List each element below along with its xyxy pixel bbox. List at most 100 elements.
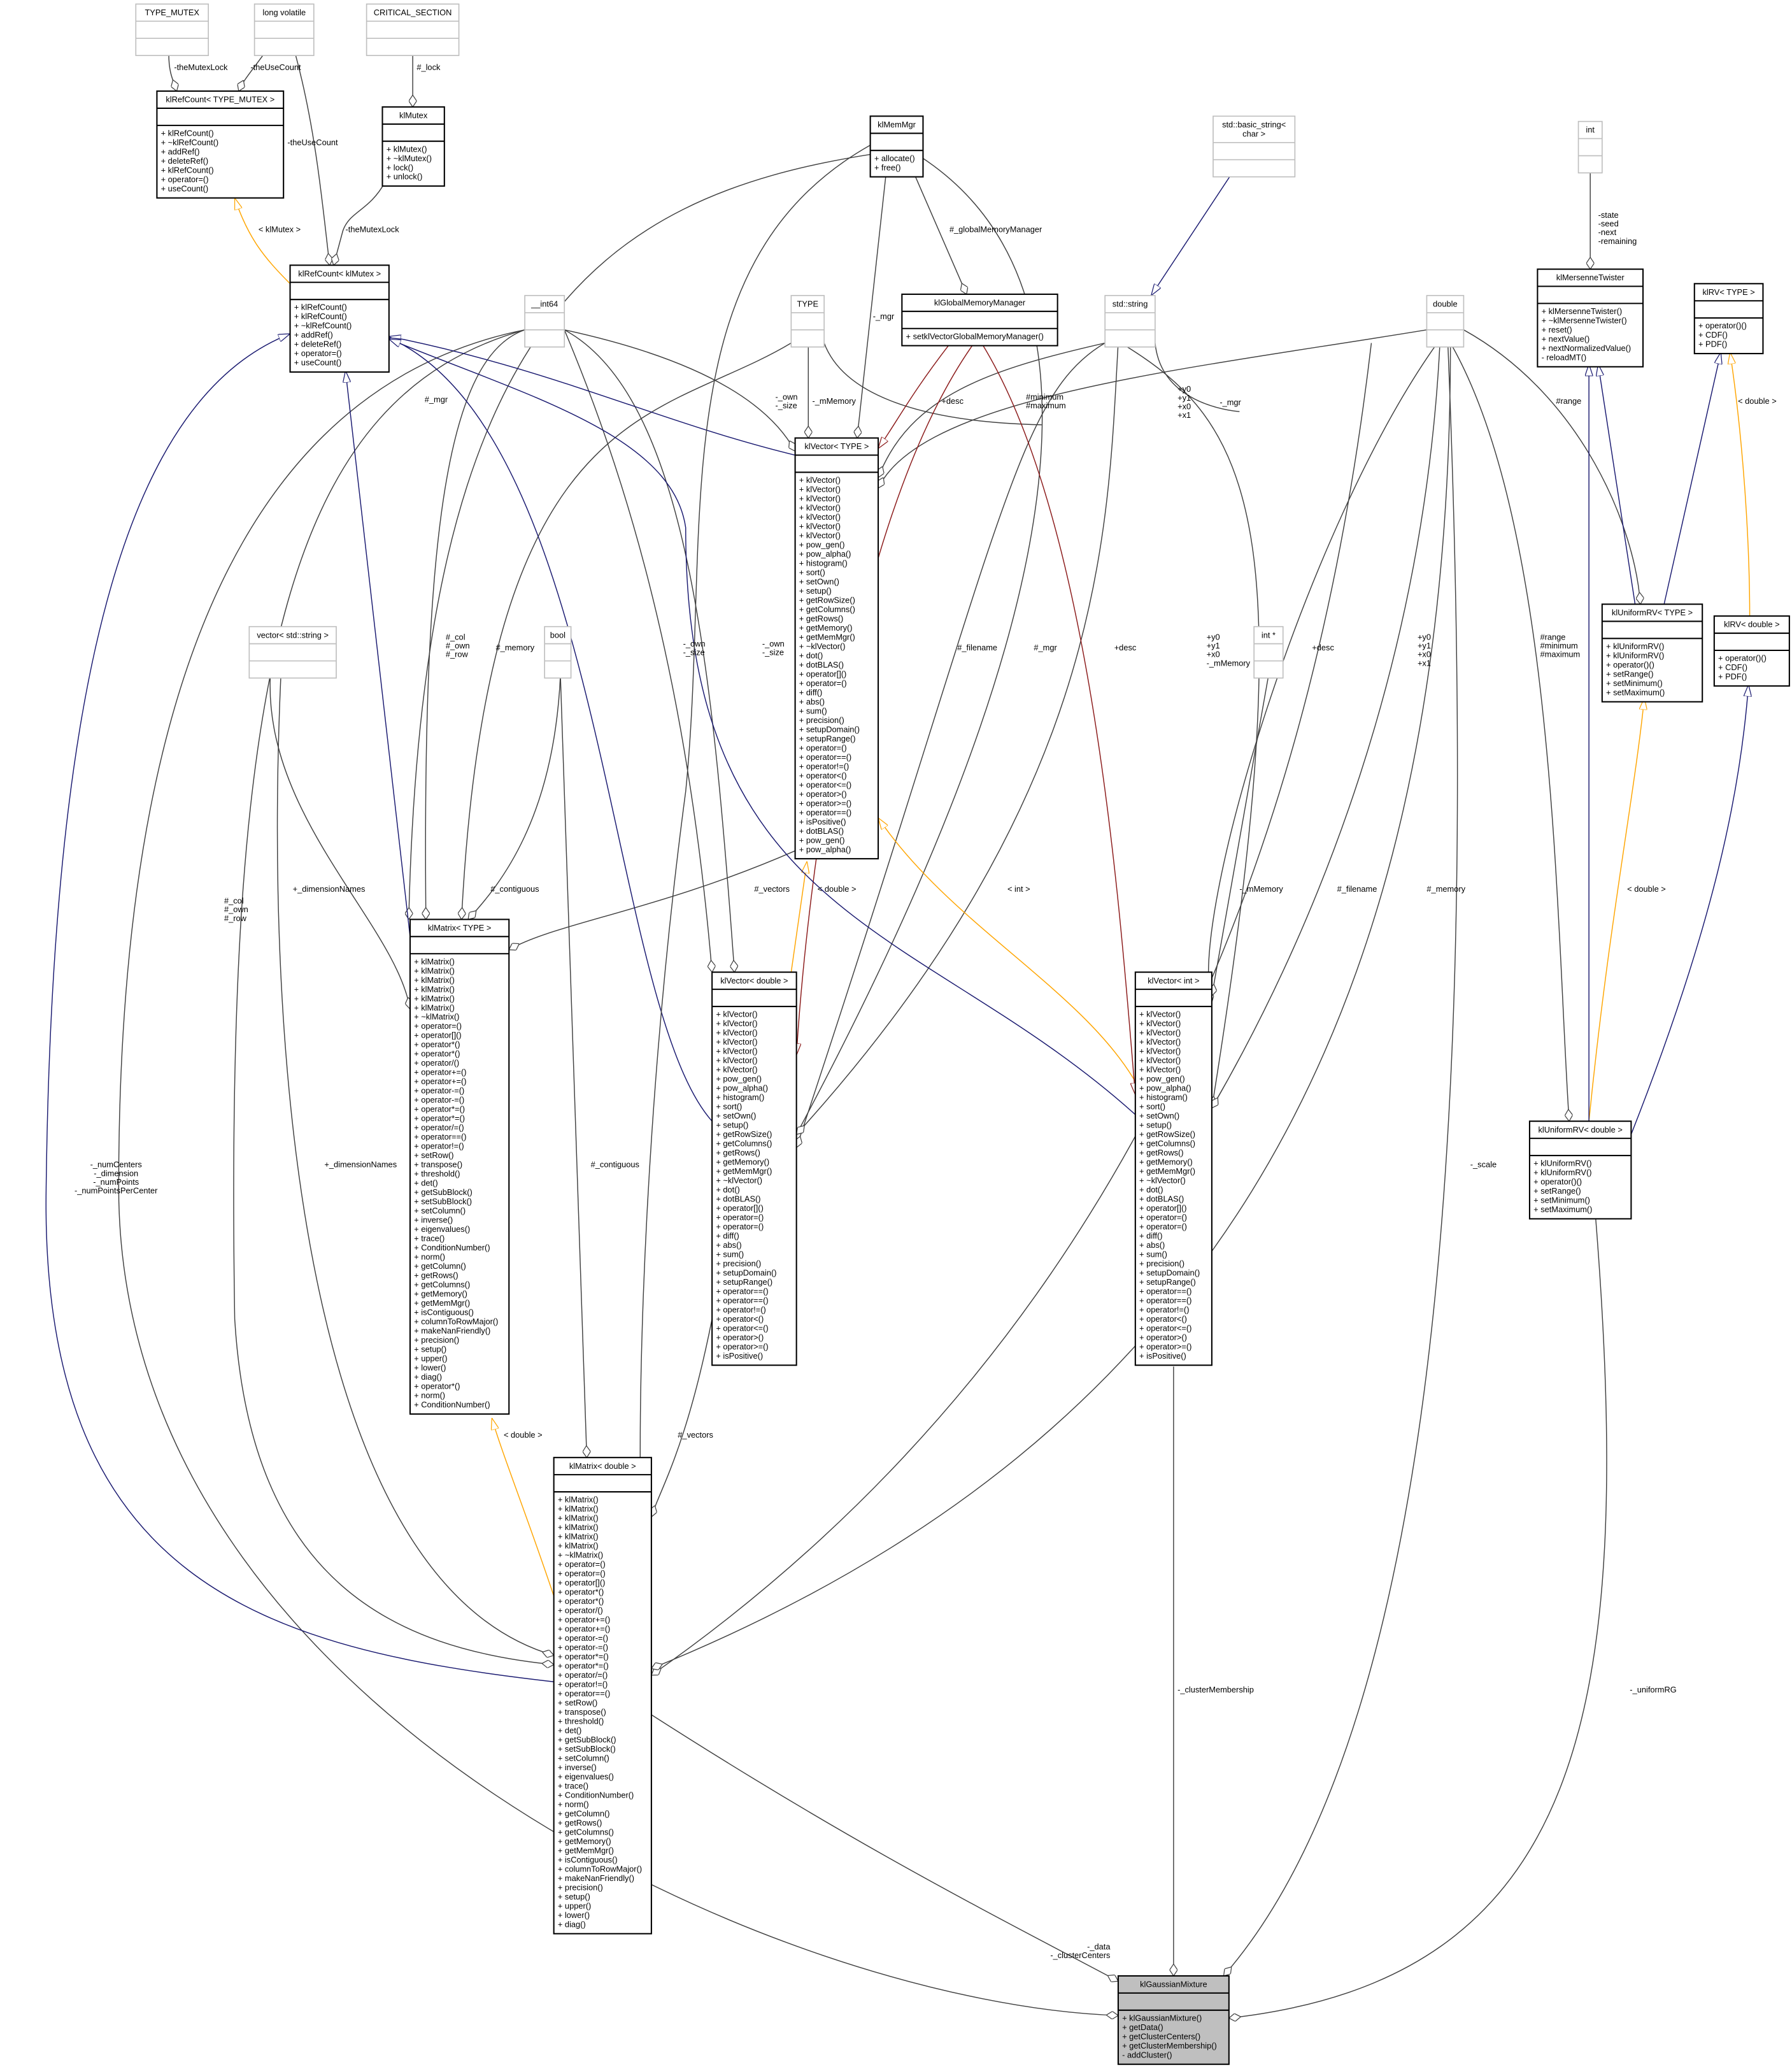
class-method: + ~klVector() [716,1176,762,1185]
class-box [1212,115,1296,178]
class-int-ptr[interactable]: int * [1253,626,1284,679]
class-matrix-type[interactable]: klMatrix< TYPE >+ klMatrix()+ klMatrix()… [409,919,510,1415]
class-gaussian-mixture[interactable]: klGaussianMixture+ klGaussianMixture()+ … [1117,1975,1230,2065]
edge-e25 [797,343,1119,1134]
class-name: std::basic_string< [1222,120,1286,129]
edge-e21 [564,329,712,972]
class-method: + getRows() [414,1271,459,1280]
class-refcount-type-mutex[interactable]: klRefCount< TYPE_MUTEX >+ klRefCount()+ … [156,90,285,199]
edge-label-e5: -theMutexLock [346,225,400,234]
class-method: + operator=() [161,175,209,184]
class-name: klVector< double > [720,976,788,985]
class-method: + setSubBlock() [558,1744,616,1754]
edges [45,54,1749,2018]
class-rv-type[interactable]: klRV< TYPE >+ operator()()+ CDF()+ PDF() [1693,283,1764,355]
class-method: + setMinimum() [1606,678,1663,688]
class-method: + isContiguous() [414,1308,474,1317]
class-klmutex[interactable]: klMutex+ klMutex()+ ~klMutex()+ lock()+ … [381,106,445,187]
class-method: + operator/=() [414,1123,464,1133]
edge-label-e29: #range#minimum#maximum [1540,632,1581,659]
class-long-volatile[interactable]: long volatile [253,3,315,56]
class-method: + getMemMgr() [1139,1166,1195,1176]
class-type[interactable]: TYPE [790,295,825,348]
class-vector-double[interactable]: klVector< double >+ klVector()+ klVector… [711,971,797,1366]
class-basic-string[interactable]: std::basic_string<char > [1212,115,1296,178]
class-vector-type[interactable]: klVector< TYPE >+ klVector()+ klVector()… [794,437,879,860]
class-int64[interactable]: __int64 [524,295,565,348]
class-method: + operator*=() [414,1113,465,1123]
class-method: + det() [558,1726,581,1735]
edge-54 [389,338,713,1122]
edge-57 [1598,364,1636,604]
class-method: + klVector() [1139,1065,1181,1075]
class-klmemmgr[interactable]: klMemMgr+ allocate()+ free() [869,115,924,178]
class-type-mutex[interactable]: TYPE_MUTEX [135,3,209,56]
class-method: + operator!=() [558,1680,608,1689]
class-method: + columnToRowMajor() [558,1864,642,1873]
edge-e45 [651,1319,713,1517]
class-method: + norm() [414,1391,445,1400]
class-method: + setColumn() [558,1753,609,1763]
class-method: + operator!=() [799,761,849,771]
class-method: + operator<() [799,771,847,780]
class-method: + operator*=() [414,1105,465,1114]
edge-label-e45: #_vectors [678,1430,713,1440]
class-method: + operator/() [558,1606,603,1615]
edge-e28 [1212,343,1440,1108]
class-method: + klVector() [799,521,841,531]
class-vector-string[interactable]: vector< std::string > [248,626,337,679]
edge-e47 [1229,1216,1607,2018]
class-method: + abs() [1139,1240,1165,1250]
class-method: + deleteRef() [294,340,342,349]
class-double[interactable]: double [1426,295,1465,348]
class-method: + klMatrix() [414,984,455,994]
class-method: + setup() [799,586,832,596]
edge-e13 [878,342,1106,478]
class-method: + operator-=() [558,1643,608,1652]
class-int[interactable]: int [1577,120,1603,174]
class-uniformrv-type[interactable]: klUniformRV< TYPE >+ klUniformRV()+ klUn… [1601,603,1703,703]
class-uniformrv-double[interactable]: klUniformRV< double >+ klUniformRV()+ kl… [1528,1120,1632,1220]
class-bool[interactable]: bool [544,626,572,679]
class-method: + operator==() [414,1132,466,1141]
class-rv-double[interactable]: klRV< double >+ operator()()+ CDF()+ PDF… [1713,615,1790,687]
edge-label-line: -theUseCount [250,62,301,72]
class-method: + klVector() [716,1065,757,1075]
class-mersenne[interactable]: klMersenneTwister+ klMersenneTwister()+ … [1537,268,1644,368]
edge-label-line: < double > [1627,884,1666,894]
edge-label-e8: -_mgr [873,311,895,321]
class-method: + upper() [414,1354,447,1363]
class-refcount-klmutex[interactable]: klRefCount< klMutex >+ klRefCount()+ klR… [289,264,390,373]
class-method: + klRefCount() [161,128,214,138]
edge-label-line: < int > [1007,884,1030,894]
class-globalmem[interactable]: klGlobalMemoryManager+ setklVectorGlobal… [901,293,1058,347]
edge-label-line: +desc [1114,643,1137,652]
class-method: + precision() [799,715,844,725]
class-method: + operator=() [294,348,342,358]
class-name: klVector< TYPE > [804,441,869,451]
edge-label-e21: -_own-_size [683,639,706,657]
class-string[interactable]: std::string [1104,295,1156,348]
edge-52 [346,371,411,937]
edge-label-line: -_clusterCenters [1050,1950,1110,1960]
edge-e48 [651,1714,1118,1981]
edge-e26 [1209,343,1438,1003]
class-method: + PDF() [1718,672,1747,682]
class-vector-int[interactable]: klVector< int >+ klVector()+ klVector()+… [1134,971,1212,1366]
edge-label-line: #_mgr [425,395,448,404]
class-method: + setOwn() [716,1111,756,1120]
edge-e33 [790,861,807,973]
class-method: + klMatrix() [414,975,455,985]
edge-e43 [118,329,1118,2015]
class-method: + getSubBlock() [414,1187,473,1197]
class-method: + klMersenneTwister() [1542,306,1623,316]
class-box [1577,120,1603,174]
edge-label-line: < klMutex > [259,225,301,234]
class-name: klRefCount< klMutex > [298,269,381,278]
class-method: + getColumns() [799,604,855,614]
class-critical-section[interactable]: CRITICAL_SECTION [366,3,460,56]
edge-label-line: +y0 [1207,632,1220,641]
class-method: + getColumn() [558,1808,610,1818]
edge-label-e19: #_col#_own#_row [446,632,470,659]
class-matrix-double[interactable]: klMatrix< double >+ klMatrix()+ klMatrix… [553,1457,652,1935]
